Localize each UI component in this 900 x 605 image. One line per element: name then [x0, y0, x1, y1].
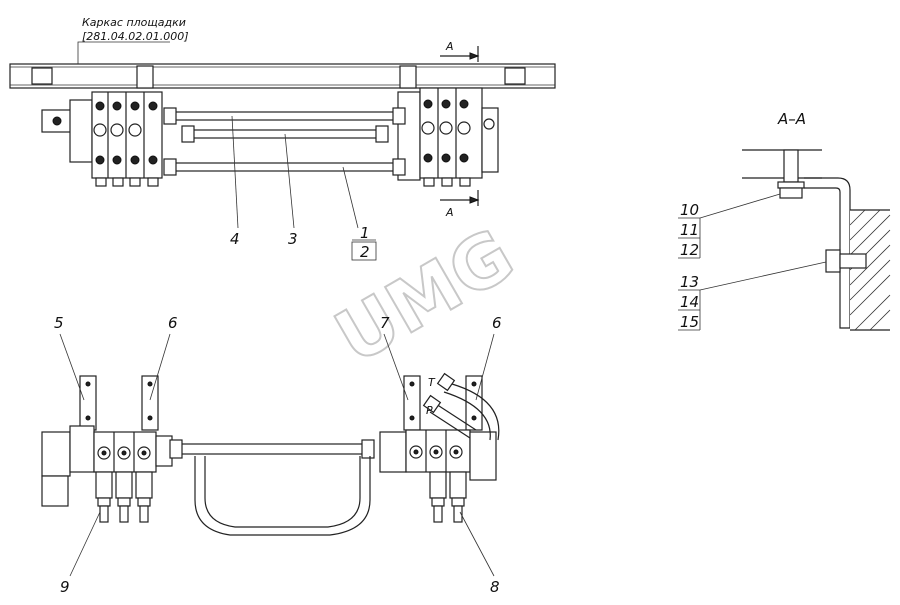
callout-4: 4 [230, 230, 240, 248]
callout-8: 8 [490, 578, 500, 596]
callout-10: 10 [680, 201, 699, 219]
callout-13: 13 [680, 273, 699, 291]
port-label-p: P [426, 404, 433, 417]
top-pipes [163, 107, 406, 176]
bottom-view-assembly [41, 333, 500, 577]
watermark: UMG [321, 211, 529, 380]
section-a-a-view: А–А [678, 110, 891, 331]
wall-hatch [849, 209, 891, 331]
callout-12: 12 [680, 241, 699, 259]
bracket-6-right [465, 375, 483, 431]
frame-profile-left [31, 67, 53, 85]
frame-note-leader [77, 41, 170, 64]
pipe-4 [171, 111, 398, 121]
callout-14: 14 [680, 293, 699, 311]
callout-7: 7 [380, 314, 390, 332]
callout-5: 5 [54, 314, 64, 332]
pipe-1 [171, 162, 398, 172]
top-view-assembly: А А [9, 40, 556, 261]
platform-frame [9, 63, 556, 89]
right-valve-assembly [379, 372, 500, 523]
callout-2: 2 [360, 243, 370, 261]
right-valve-block [397, 87, 499, 187]
callout-6-right: 6 [492, 314, 502, 332]
section-mark-top: А [445, 40, 454, 53]
frame-profile-right [504, 67, 526, 85]
frame-note-line1: Каркас площадки [82, 16, 186, 29]
left-valve-assembly [41, 425, 173, 523]
section-cut-marks: А А [440, 40, 480, 219]
callout-3: 3 [288, 230, 298, 248]
callout-11: 11 [680, 221, 699, 239]
left-valve-block [41, 91, 163, 187]
watermark-text: UMG [322, 212, 528, 379]
section-mark-bottom: А [445, 206, 454, 219]
callout-9: 9 [60, 578, 70, 596]
port-label-t: T [428, 376, 436, 389]
frame-note-line2: [281.04.02.01.000] [82, 30, 189, 43]
section-title: А–А [777, 110, 806, 128]
callout-1: 1 [360, 224, 370, 242]
pipe-straight [177, 443, 367, 455]
callout-6-left: 6 [168, 314, 178, 332]
callout-15: 15 [680, 313, 699, 331]
bracket-6-left [141, 375, 159, 431]
